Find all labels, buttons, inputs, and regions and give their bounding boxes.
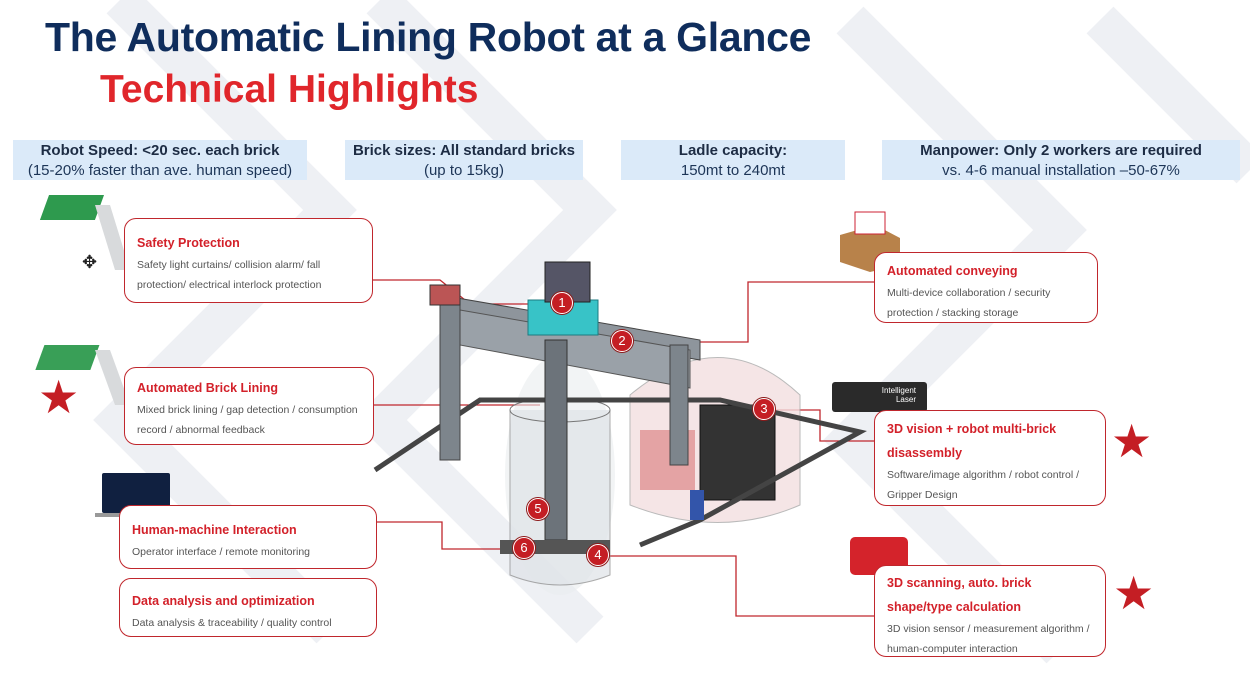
spec-detail: (15-20% faster than ave. human speed) — [27, 162, 293, 179]
card-title: Safety Protection — [137, 236, 240, 250]
card-desc: 3D vision sensor / measurement algorithm… — [887, 623, 1090, 655]
card-title: Automated conveying — [887, 264, 1018, 278]
card-title: Automated Brick Lining — [137, 381, 278, 395]
laser-device-label: Intelligent Laser — [881, 386, 916, 404]
card-desc: Mixed brick lining / gap detection / con… — [137, 404, 358, 436]
spec-title: Ladle capacity: — [678, 142, 788, 159]
feature-card-vision: 3D vision + robot multi-brick disassembl… — [874, 410, 1106, 506]
card-title: Human-machine Interaction — [132, 523, 297, 537]
spec-detail: (up to 15kg) — [423, 162, 505, 179]
star-icon: ★ — [1111, 415, 1153, 467]
robot-arm-image-1 — [39, 195, 130, 270]
card-title: Data analysis and optimization — [132, 594, 315, 608]
spec-detail: 150mt to 240mt — [680, 162, 786, 179]
feature-card-scanning: 3D scanning, auto. brick shape/type calc… — [874, 565, 1106, 657]
spec-brick-sizes: Brick sizes: All standard bricks (up to 1… — [345, 140, 583, 180]
marker-4: 4 — [587, 544, 609, 566]
robot-illustration — [373, 261, 867, 595]
spec-manpower: Manpower: Only 2 workers are required vs.… — [882, 140, 1240, 180]
card-title: 3D scanning, auto. brick shape/type calc… — [887, 576, 1032, 614]
card-desc: Operator interface / remote monitoring — [132, 546, 310, 558]
card-title: 3D vision + robot multi-brick disassembl… — [887, 422, 1057, 460]
spec-detail: vs. 4-6 manual installation –50-67% — [942, 162, 1180, 179]
card-desc: Safety light curtains/ collision alarm/ … — [137, 259, 322, 291]
card-desc: Data analysis & traceability / quality c… — [132, 617, 332, 629]
marker-6: 6 — [513, 537, 535, 559]
marker-5: 5 — [527, 498, 549, 520]
spec-title: Manpower: Only 2 workers are required — [920, 142, 1202, 159]
spec-robot-speed: Robot Speed: <20 sec. each brick (15-20% … — [13, 140, 307, 180]
spec-title: Robot Speed: <20 sec. each brick — [40, 142, 280, 159]
marker-1: 1 — [551, 292, 573, 314]
star-icon: ★ — [38, 371, 80, 423]
laser-device-image — [832, 382, 927, 412]
marker-2: 2 — [611, 330, 633, 352]
spec-title: Brick sizes: All standard bricks — [352, 142, 576, 159]
card-desc: Software/image algorithm / robot control… — [887, 469, 1080, 501]
move-cursor-icon: ✥ — [82, 252, 98, 272]
page-title: The Automatic Lining Robot at a Glance — [45, 14, 812, 60]
page-subtitle: Technical Highlights — [100, 68, 479, 111]
marker-3: 3 — [753, 398, 775, 420]
card-desc: Multi-device collaboration / security pr… — [887, 287, 1051, 319]
robot-arm-image-2 — [35, 345, 130, 405]
star-icon: ★ — [1113, 567, 1155, 619]
spec-ladle-capacity: Ladle capacity: 150mt to 240mt — [621, 140, 845, 180]
